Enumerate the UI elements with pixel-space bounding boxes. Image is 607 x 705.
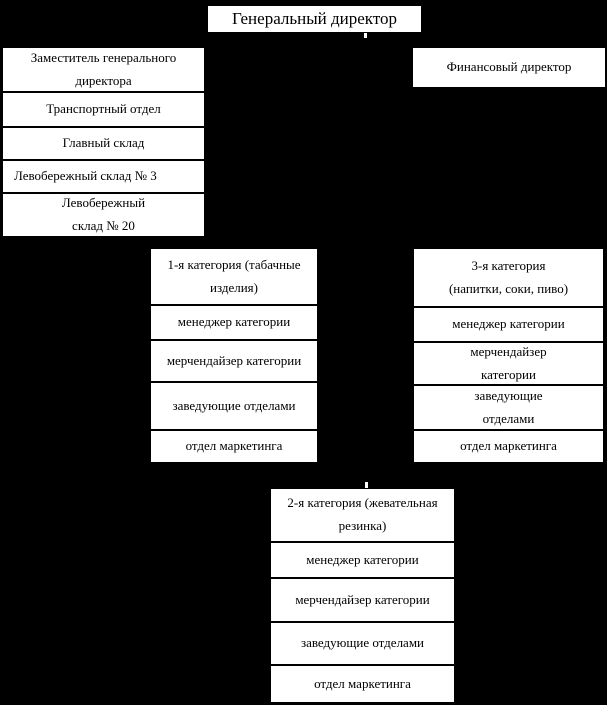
node-cat1-department-heads: заведующие отделами [150,382,318,430]
node-main-warehouse: Главный склад [2,127,205,160]
node-cat2-department-heads: заведующие отделами [270,622,455,665]
node-cat2-marketing-department: отдел маркетинга [270,665,455,703]
admin-branch-column: Заместитель генерального директора Транс… [2,47,205,237]
node-left-bank-warehouse-20: Левобережный склад № 20 [2,193,205,237]
node-transport-department: Транспортный отдел [2,92,205,127]
node-general-director: Генеральный директор [207,5,422,33]
node-cat1-category-manager: менеджер категории [150,305,318,340]
node-deputy-general-director: Заместитель генерального директора [2,47,205,92]
node-cat1-header: 1-я категория (табачные изделия) [150,248,318,305]
category3-column: 3-я категория (напитки, соки, пиво) мене… [413,248,604,463]
node-cat1-marketing-department: отдел маркетинга [150,430,318,463]
category2-column: 2-я категория (жевательная резинка) мене… [270,488,455,703]
node-cat2-merchandiser: мерчендайзер категории [270,578,455,622]
node-finance-director: Финансовый директор [412,47,606,88]
connector-tick-top [364,33,367,38]
node-cat3-category-manager: менеджер категории [413,307,604,342]
node-cat1-merchandiser: мерчендайзер категории [150,340,318,382]
node-cat2-header: 2-я категория (жевательная резинка) [270,488,455,542]
node-cat3-merchandiser: мерчендайзер категории [413,342,604,385]
category1-column: 1-я категория (табачные изделия) менедже… [150,248,318,463]
node-cat3-header: 3-я категория (напитки, соки, пиво) [413,248,604,307]
node-cat3-marketing-department: отдел маркетинга [413,430,604,463]
node-cat2-category-manager: менеджер категории [270,542,455,578]
node-cat3-department-heads: заведующие отделами [413,385,604,430]
connector-tick-bottom [365,482,368,488]
node-left-bank-warehouse-3: Левобережный склад № 3 [2,160,205,193]
